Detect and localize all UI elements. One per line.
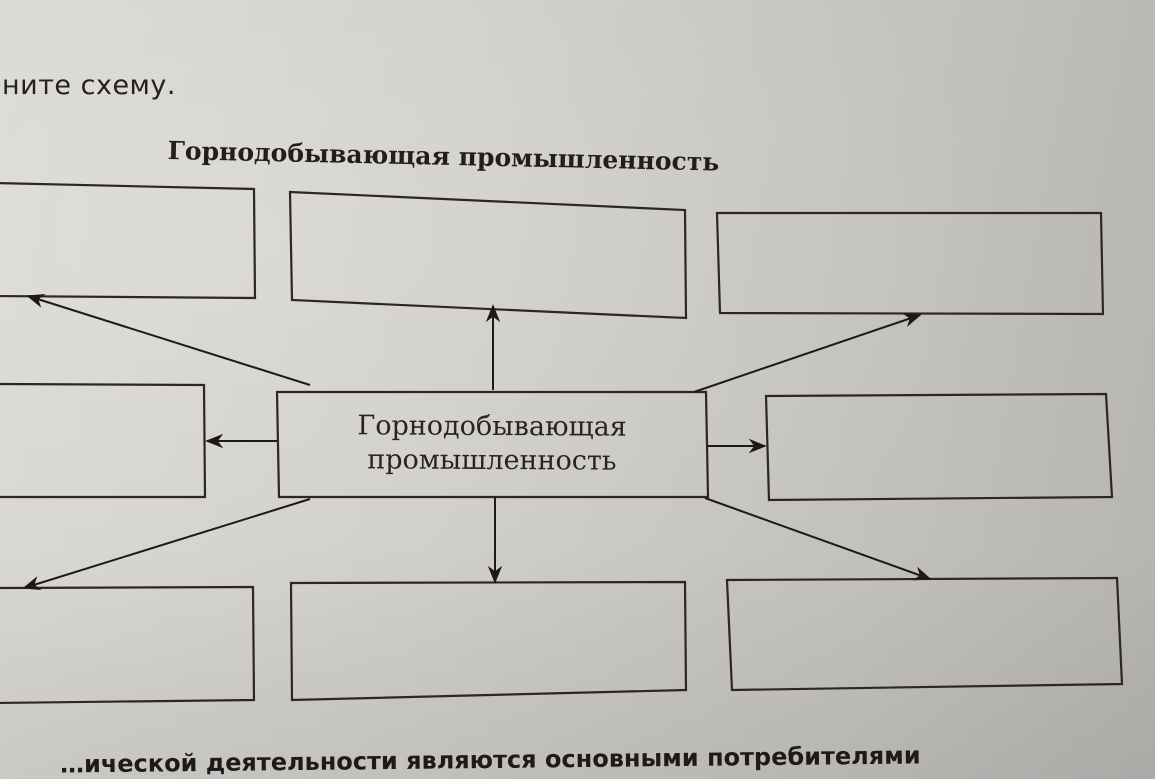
- box-bottom-left[interactable]: [0, 585, 256, 705]
- center-label-line1: Горнодобывающая: [357, 410, 627, 443]
- box-top-center[interactable]: [288, 190, 688, 320]
- box-bottom-right[interactable]: [725, 576, 1124, 692]
- arrow-bottom-left: [22, 498, 311, 591]
- arrow-top-right: [693, 313, 922, 393]
- box-top-left[interactable]: [0, 182, 257, 300]
- box-top-right[interactable]: [715, 211, 1105, 316]
- box-middle-right[interactable]: [764, 392, 1114, 502]
- box-center: [275, 390, 710, 499]
- instruction-text: ните схему.: [2, 70, 176, 101]
- center-label: Горнодобывающая промышленность: [278, 391, 707, 497]
- arrow-bottom-right: [704, 497, 932, 581]
- box-bottom-center[interactable]: [289, 580, 688, 702]
- arrow-top-left: [26, 294, 311, 386]
- box-middle-left[interactable]: [0, 382, 207, 499]
- center-label-line2: промышленность: [367, 444, 617, 477]
